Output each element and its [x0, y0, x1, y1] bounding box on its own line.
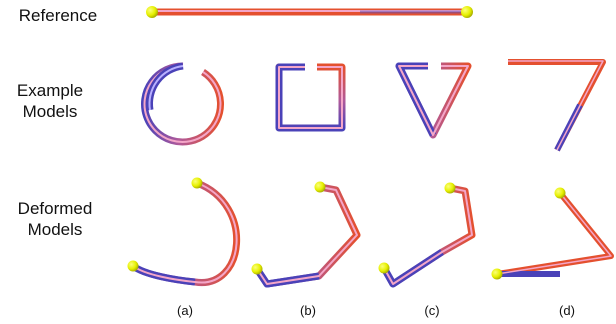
column-label-b: (b) — [300, 303, 316, 318]
column-label-c: (c) — [424, 303, 440, 318]
column-label-a: (a) — [177, 303, 193, 318]
label-example-models: Example Models — [10, 80, 90, 122]
reference-rod — [148, 8, 471, 16]
deformed-model-b — [254, 183, 361, 288]
deformed-b-endpoint-bottom — [251, 263, 263, 275]
deformed-a-endpoint-top — [191, 177, 203, 189]
label-deformed-line1: Deformed — [17, 199, 93, 218]
label-example-line2: Models — [22, 102, 78, 121]
example-model-a — [141, 62, 224, 146]
deformed-model-d — [496, 191, 614, 277]
column-label-d: (d) — [559, 303, 575, 318]
deformed-b-endpoint-top — [314, 181, 326, 193]
label-example-line1: Example — [16, 81, 84, 100]
label-deformed-line2: Models — [27, 220, 83, 239]
example-model-b — [275, 63, 346, 132]
label-reference: Reference — [18, 6, 98, 25]
deformed-a-endpoint-bottom — [127, 260, 139, 272]
deformed-d-endpoint-bottom — [491, 268, 503, 280]
example-model-c — [395, 62, 472, 139]
deformed-c-endpoint-bottom — [378, 262, 390, 274]
example-model-d — [508, 59, 606, 152]
deformed-d-endpoint-top — [554, 187, 566, 199]
label-deformed-models: Deformed Models — [10, 198, 100, 240]
reference-endpoint-right — [461, 6, 473, 18]
reference-endpoint-left — [146, 6, 158, 18]
deformed-model-a — [130, 179, 241, 286]
deformed-c-endpoint-top — [444, 182, 456, 194]
deformed-model-c — [380, 184, 476, 288]
